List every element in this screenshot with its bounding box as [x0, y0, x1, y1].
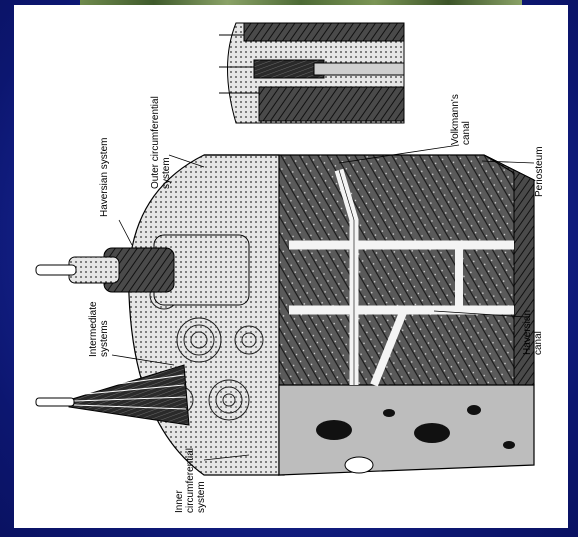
label-intermediate-line-2: systems	[99, 301, 110, 357]
label-outer-line-2: system	[161, 96, 172, 189]
label-periosteum: Periosteum	[534, 146, 545, 197]
inset-illustration	[219, 23, 404, 123]
label-haversian-canal: Haversian canal	[522, 310, 544, 355]
label-outer-circumferential: Outer circumferential system	[150, 96, 172, 189]
label-haversian-system: Haversian system	[99, 138, 110, 217]
label-haversian-canal-line-1: Haversian	[522, 310, 533, 355]
label-haversian-system-text: Haversian system	[99, 138, 110, 217]
label-intermediate-systems: Intermediate systems	[88, 301, 110, 357]
label-periosteum-text: Periosteum	[534, 146, 545, 197]
label-inner-line-1: Inner	[174, 448, 185, 513]
label-inner-circumferential: Inner circumferential system	[174, 448, 207, 513]
bone-diagram-svg	[14, 5, 568, 528]
label-haversian-canal-line-2: canal	[533, 310, 544, 355]
bone-structure-figure: Haversian system Outer circumferential s…	[14, 5, 568, 528]
bone-block	[36, 155, 534, 475]
label-outer-line-1: Outer circumferential	[150, 96, 161, 189]
label-inner-line-3: system	[196, 448, 207, 513]
label-volkmanns-canal: Volkmann's canal	[450, 94, 472, 145]
label-inner-line-2: circumferential	[185, 448, 196, 513]
label-volkmann-line-1: Volkmann's	[450, 94, 461, 145]
label-intermediate-line-1: Intermediate	[88, 301, 99, 357]
label-volkmann-line-2: canal	[461, 94, 472, 145]
